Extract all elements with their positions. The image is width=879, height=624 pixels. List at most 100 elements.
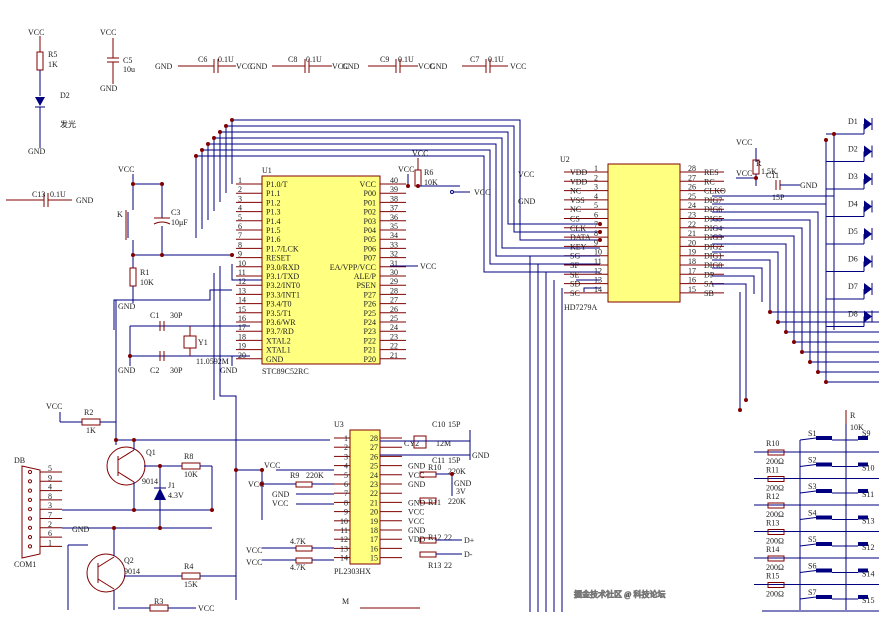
watermark: 掘金技术社区 @ 科技论坛 [574, 589, 665, 599]
svg-text:GND: GND [430, 62, 448, 71]
key-cap-icon [858, 542, 868, 546]
junction-dot [234, 468, 238, 472]
junction-dot [406, 184, 410, 188]
u1-pin-name: P1.1 [266, 189, 280, 198]
junction-dot [260, 468, 264, 472]
key-cap-icon [858, 515, 868, 520]
u2-pin-name: NC [570, 187, 581, 196]
u1-pin-name: P1.4 [266, 217, 280, 226]
c2-value: 30P [170, 366, 183, 375]
c2-ref: C2 [150, 366, 159, 375]
u1-pin-number: 14 [238, 296, 246, 305]
key-resistor-ref: R11 [766, 466, 779, 475]
led-ref: D6 [848, 255, 858, 264]
c10-ref: C10 [432, 420, 445, 429]
junction-dot [800, 350, 804, 354]
key-contact [799, 517, 817, 520]
vcc-label: VCC [100, 28, 116, 37]
key-cap-icon [858, 568, 868, 573]
u2-pin-number: 22 [688, 220, 696, 229]
u2-pin-number: 2 [594, 173, 598, 182]
u2-right-nets [529, 134, 879, 612]
connector-m-label: M [342, 597, 349, 606]
u2-pin-number: 21 [688, 229, 696, 238]
cap-c9-ref: C9 [380, 55, 389, 64]
u3-pin-number: 5 [344, 471, 348, 480]
junction-dot [738, 408, 742, 412]
u1-pin-name: P03 [364, 217, 376, 226]
led-icon [864, 283, 872, 295]
u3-net-label: VCC [408, 508, 424, 517]
key-cap-icon [816, 595, 832, 599]
u1-pin-number: 12 [238, 277, 246, 286]
u1-pin-name: P05 [364, 235, 376, 244]
u3-pin-number: 6 [344, 480, 348, 489]
key-left-ref: S7 [808, 588, 816, 597]
u3-net-label: GND [408, 480, 426, 489]
u1-pin-number: 30 [390, 268, 398, 277]
u1-pin-name: P3.3/INT1 [266, 290, 300, 299]
key-resistor-value: 200Ω [766, 537, 784, 546]
key-left-ref: S2 [808, 456, 816, 465]
key-cap-icon [858, 436, 868, 440]
svg-text:GND: GND [155, 62, 173, 71]
u2-pin-name: DIG3 [704, 233, 722, 242]
d-plus-label: D+ [464, 536, 475, 545]
u2-pin-name: DIG6 [704, 205, 722, 214]
junction-dot [160, 253, 164, 257]
u3-pin-number: 28 [370, 434, 378, 443]
u1-pin-name: P04 [364, 226, 376, 235]
key-k-label: K [117, 210, 123, 219]
u3-net-label: VCC [408, 471, 424, 480]
u2-pin-number: 25 [688, 192, 696, 201]
u1-pin-number: 18 [238, 332, 246, 341]
u3-pin-number: 22 [370, 489, 378, 498]
u2-pin-name: DIG2 [704, 242, 722, 251]
u1-pin-name: EA/VPP/VCC [330, 263, 376, 272]
u1-pin-number: 16 [238, 314, 246, 323]
u2-pin-name: DIG7 [704, 196, 722, 205]
serial-level-shifter: VCC R2 1K Q1 9014 R8 10K J1 4.3V GND [46, 300, 420, 613]
r6-ref: R6 [424, 168, 433, 177]
svg-text:GND: GND [118, 366, 136, 375]
key-cap-icon [816, 462, 832, 467]
junction-dot [598, 222, 602, 226]
key-contact [799, 570, 817, 573]
u1-pin-name: P3.2/INT0 [266, 281, 300, 290]
u1-pin-number: 24 [390, 323, 398, 332]
u2-pin-name: KEY [570, 242, 587, 251]
u2-r-value: 1.5K [761, 167, 777, 176]
svg-text:VCC: VCC [420, 262, 436, 271]
c3-value: 10μF [171, 218, 188, 227]
u1-pin-number: 26 [390, 305, 398, 314]
u3-pin-number: 3 [344, 452, 348, 461]
led-ref: D1 [848, 117, 858, 126]
key-right-ref: S14 [862, 570, 874, 579]
j1-ref: J1 [168, 481, 175, 490]
u2-pin-number: 11 [594, 257, 602, 266]
d2-ref: D2 [60, 91, 70, 100]
u2-pin-name: CS [570, 215, 580, 224]
r3-ref: R3 [154, 597, 163, 606]
u3-pin-number: 14 [340, 554, 348, 563]
u2-pin-number: 15 [688, 285, 696, 294]
u2-part: HD7279A [564, 303, 598, 312]
u2-pin-name: CLKO [704, 187, 726, 196]
r4k7-b: 4.7K [290, 563, 306, 572]
u2-pin-name: VDD [570, 168, 588, 177]
q1-value: 9014 [142, 477, 158, 486]
key-resistor-value: 200Ω [766, 457, 784, 466]
cap-c6-value: 0.1U [218, 55, 234, 64]
svg-text:VCC: VCC [236, 62, 252, 71]
u2-c-ref: C11 [766, 171, 779, 180]
r4-ref: R4 [184, 562, 193, 571]
u1-pin-name: P24 [364, 318, 376, 327]
u1-pin-name: P3.4/T0 [266, 300, 292, 309]
u1-pin-number: 38 [390, 194, 398, 203]
u3-part: PL2303HX [334, 567, 371, 576]
junction-dot [112, 526, 116, 530]
svg-text:VCC: VCC [46, 402, 62, 411]
u2-display-driver: U2 HD7279A 1VDD2VDD3NC4VSS5NC6CS7CLK8DAT… [518, 138, 818, 312]
svg-text:VCC: VCC [418, 62, 434, 71]
